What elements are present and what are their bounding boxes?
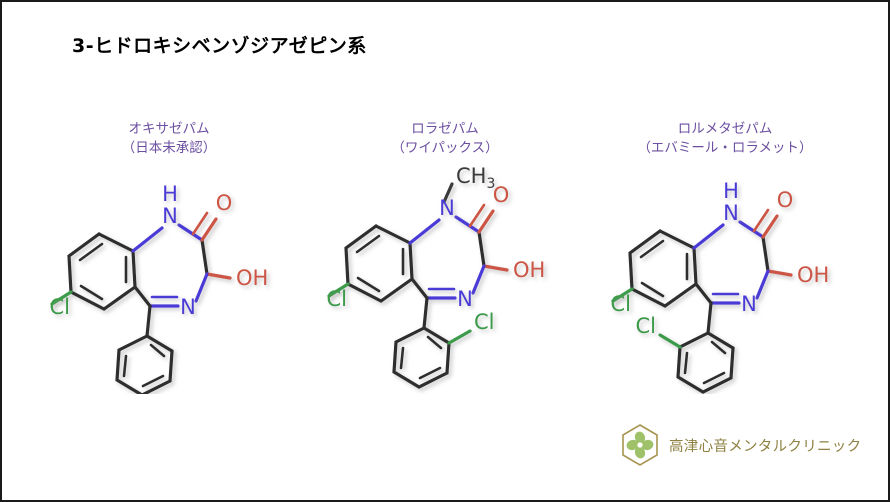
atom-label-n4: N (180, 295, 196, 319)
atom-label-h: H (723, 179, 739, 203)
atom-label-n1: N (439, 196, 455, 220)
atom-label-n1: N (162, 204, 178, 228)
compound-label-lormetazepam: ロルメタゼパム （エバミール・ロラメット） (580, 120, 870, 158)
atom-label-cl: Cl (326, 287, 347, 311)
clinic-logo: 高津心音メンタルクリニック (620, 423, 861, 467)
compound-label-lorazepam: ロラゼパム （ワイパックス） (300, 120, 590, 158)
atom-label-methyl: CH3 (456, 164, 495, 192)
page-title: 3-ヒドロキシベンゾジアゼピン系 (72, 35, 367, 57)
atom-label-n4: N (741, 292, 757, 316)
structure-diagram-oxazepam: H N O OH N Cl (50, 182, 268, 395)
atom-label-h: H (162, 182, 178, 206)
atom-label-oh: OH (513, 258, 545, 282)
structure-diagram-lorazepam: CH3 N O OH N Cl Cl (326, 164, 545, 390)
generic-name: ロルメタゼパム (677, 121, 773, 137)
hexagon-clover-icon (622, 424, 658, 466)
generic-name: ロラゼパム (411, 121, 479, 137)
atom-label-oh: OH (797, 263, 829, 287)
atom-label-cl: Cl (50, 295, 71, 319)
atom-label-o: O (776, 188, 793, 212)
compound-card-lorazepam: ロラゼパム （ワイパックス） (300, 120, 590, 396)
compound-card-lormetazepam: ロルメタゼパム （エバミール・ロラメット） (580, 120, 870, 395)
brand-name: （ワイパックス） (391, 140, 499, 157)
brand-name: （日本未承認） (121, 140, 217, 157)
atom-label-o: O (216, 191, 233, 215)
atom-label-n4: N (457, 287, 473, 311)
brand-name: （エバミール・ロラメット） (637, 140, 813, 157)
atom-label-pendant-cl: Cl (474, 310, 495, 334)
compound-label-oxazepam: オキサゼパム （日本未承認） (24, 120, 314, 158)
compound-card-oxazepam: オキサゼパム （日本未承認） (24, 120, 314, 395)
atom-label-n1: N (723, 201, 739, 225)
structure-diagram-lormetazepam: H N O OH N Cl Cl (610, 179, 829, 395)
atom-label-oh: OH (236, 266, 268, 290)
atom-label-cl: Cl (610, 292, 631, 316)
atom-label-pendant-cl: Cl (635, 314, 656, 338)
atom-label-o: O (492, 183, 509, 207)
generic-name: オキサゼパム (128, 121, 210, 137)
clinic-name: 高津心音メンタルクリニック (669, 438, 862, 455)
